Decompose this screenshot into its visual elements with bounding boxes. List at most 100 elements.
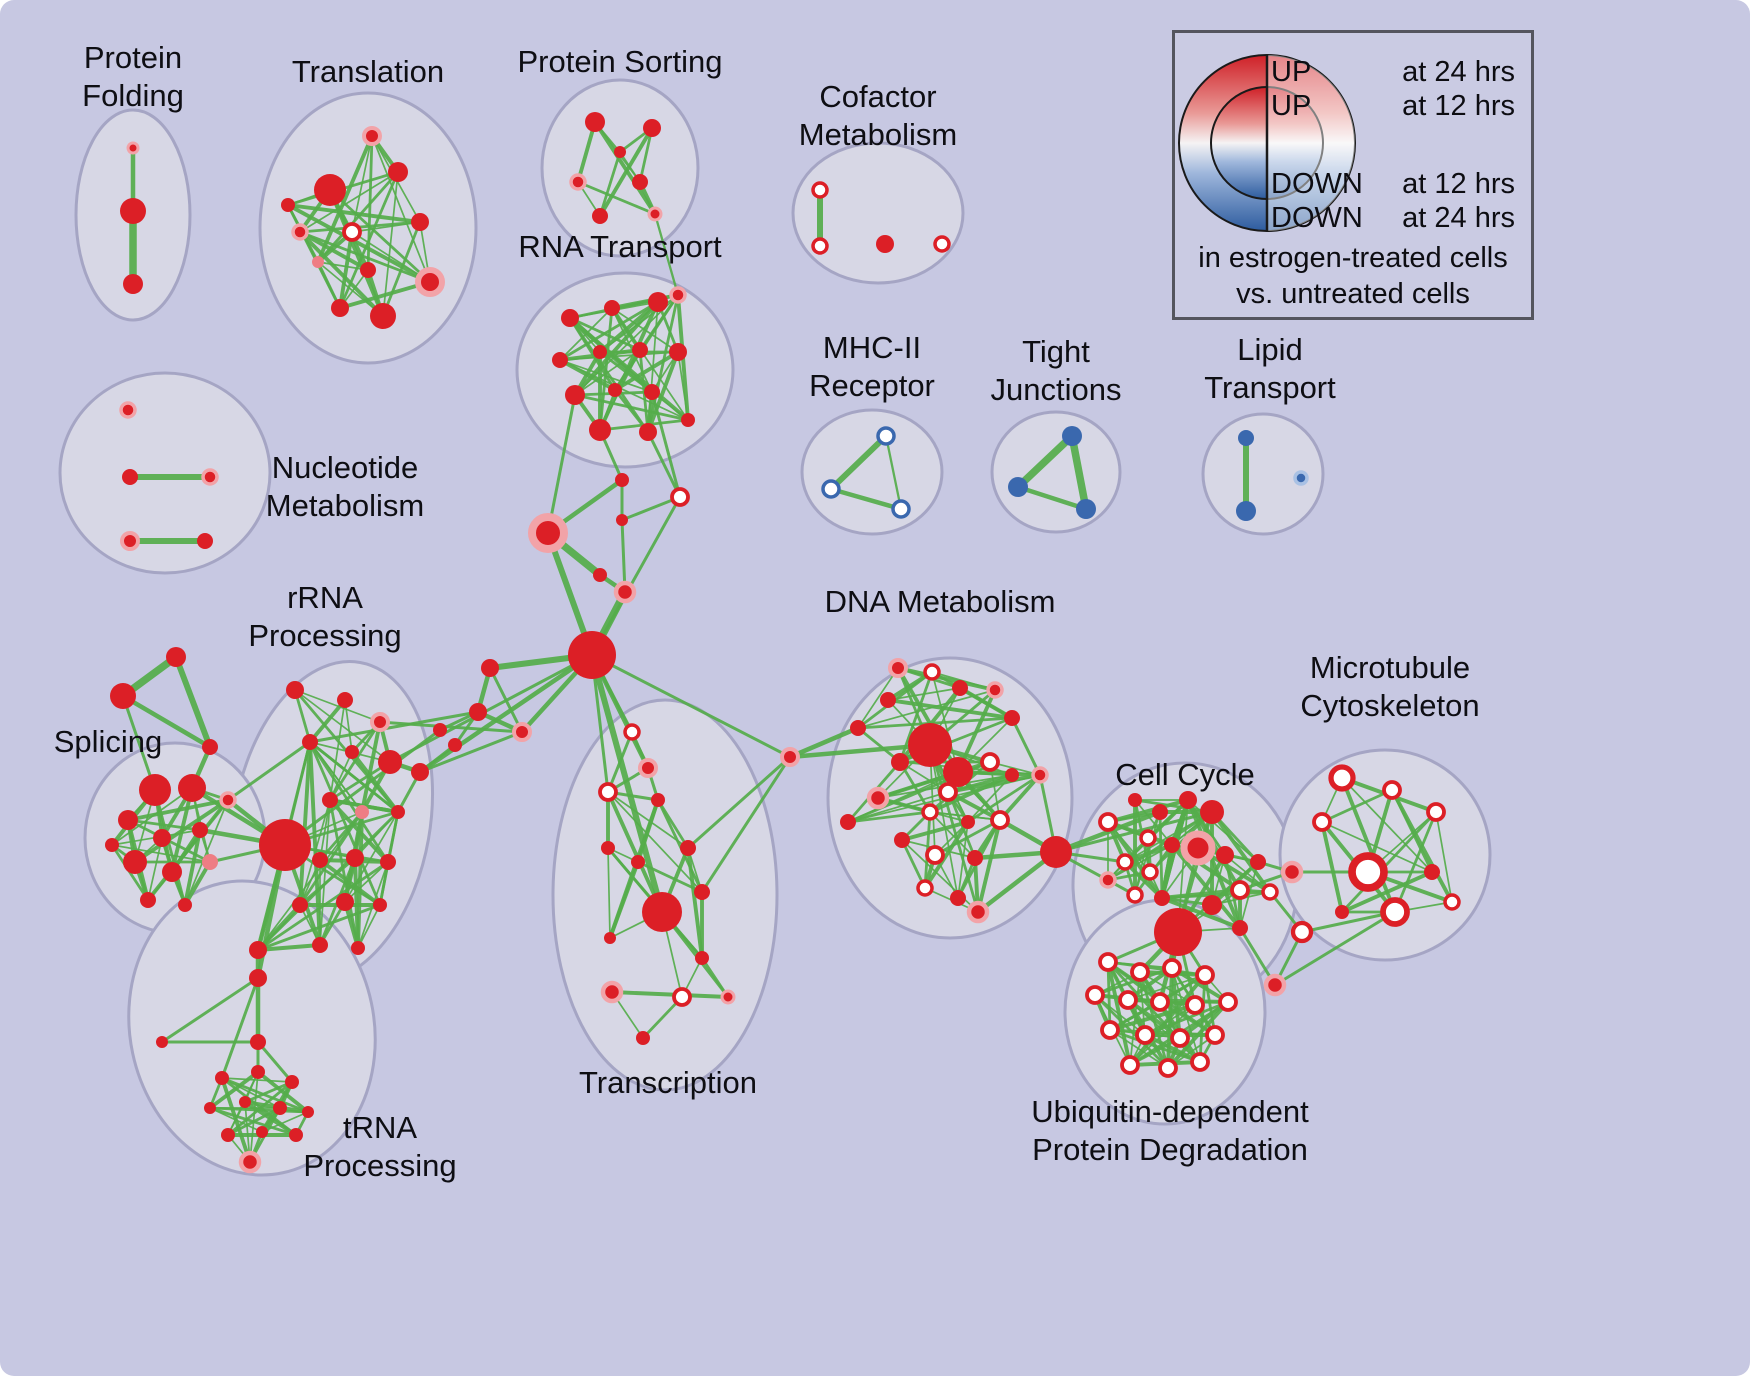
network-edge bbox=[931, 671, 959, 773]
network-edge bbox=[317, 261, 384, 317]
network-node bbox=[593, 568, 607, 582]
network-edge bbox=[316, 170, 400, 264]
network-edge bbox=[350, 750, 400, 814]
network-node bbox=[604, 300, 620, 316]
network-edge bbox=[590, 495, 682, 657]
network-node bbox=[1164, 837, 1180, 853]
cluster-label-mhc-ii-receptor: MHC-II bbox=[823, 330, 921, 365]
network-node bbox=[908, 723, 952, 767]
network-edge bbox=[1340, 776, 1397, 914]
network-node bbox=[631, 855, 645, 869]
network-node bbox=[1205, 1025, 1225, 1045]
network-node bbox=[162, 862, 182, 882]
network-node bbox=[1062, 426, 1082, 446]
network-edge bbox=[1340, 810, 1438, 914]
network-edge bbox=[298, 230, 385, 318]
network-edge bbox=[1321, 821, 1433, 873]
network-node bbox=[923, 663, 941, 681]
network-edge bbox=[371, 135, 431, 283]
network-node bbox=[221, 1128, 235, 1142]
network-node bbox=[370, 303, 396, 329]
network-edge bbox=[787, 725, 861, 760]
network-node bbox=[411, 213, 429, 231]
network-node bbox=[1008, 477, 1028, 497]
network-edge bbox=[598, 306, 614, 432]
network-edge bbox=[607, 791, 703, 893]
cluster-label-cofactor-metabolism: Cofactor bbox=[819, 79, 936, 114]
network-node bbox=[345, 745, 359, 759]
network-edge bbox=[183, 860, 212, 907]
network-edge bbox=[1160, 843, 1174, 900]
cluster-label-tight-junctions: Tight bbox=[1022, 334, 1090, 369]
legend-direction-label: DOWN bbox=[1271, 202, 1363, 234]
network-edge bbox=[418, 730, 524, 774]
network-edge bbox=[160, 976, 260, 1044]
network-edge bbox=[593, 120, 657, 216]
network-edge bbox=[153, 788, 187, 907]
network-edge bbox=[1203, 973, 1217, 1037]
network-node bbox=[448, 738, 462, 752]
network-node bbox=[481, 659, 499, 677]
network-edge bbox=[966, 773, 1042, 824]
network-node bbox=[337, 692, 353, 708]
cluster-label-nucleotide-metabolism: Nucleotide bbox=[272, 450, 418, 485]
cluster-label-microtubule-cytoskeleton: Microtubule bbox=[1310, 650, 1470, 685]
network-node bbox=[192, 822, 208, 838]
network-edge bbox=[261, 1111, 309, 1133]
network-node bbox=[1118, 990, 1138, 1010]
network-node bbox=[780, 747, 800, 767]
cluster-label-dna-metabolism: DNA Metabolism bbox=[825, 584, 1056, 619]
network-edge bbox=[611, 307, 689, 421]
network-node bbox=[850, 720, 866, 736]
network-node bbox=[967, 850, 983, 866]
network-node bbox=[1348, 852, 1388, 892]
network-edge bbox=[256, 1040, 294, 1084]
network-node bbox=[1424, 864, 1440, 880]
network-node bbox=[388, 162, 408, 182]
network-node bbox=[259, 819, 311, 871]
network-edge bbox=[857, 667, 899, 729]
network-node bbox=[585, 112, 605, 132]
network-node bbox=[680, 840, 696, 856]
network-node bbox=[1250, 854, 1266, 870]
network-node bbox=[613, 580, 637, 604]
network-edge bbox=[121, 694, 157, 792]
network-node bbox=[632, 174, 648, 190]
network-node bbox=[1120, 1055, 1140, 1075]
cluster-label-splicing: Splicing bbox=[54, 724, 163, 759]
network-node bbox=[568, 631, 616, 679]
network-node bbox=[694, 884, 710, 900]
network-edge bbox=[598, 150, 622, 218]
network-node bbox=[1290, 920, 1314, 944]
network-node bbox=[166, 647, 186, 667]
network-node bbox=[966, 900, 990, 924]
network-node bbox=[1180, 830, 1216, 866]
network-edge bbox=[558, 300, 660, 362]
network-edge bbox=[656, 798, 704, 894]
network-node bbox=[888, 658, 908, 678]
network-node bbox=[249, 969, 267, 987]
network-edge bbox=[183, 828, 202, 907]
network-edge bbox=[686, 755, 792, 850]
network-edge bbox=[700, 755, 792, 894]
network-node bbox=[273, 1101, 287, 1115]
cluster-label-lipid-transport: Transport bbox=[1204, 370, 1336, 405]
network-node bbox=[891, 753, 909, 771]
network-edge bbox=[976, 818, 1002, 914]
network-node bbox=[312, 852, 328, 868]
network-node bbox=[110, 683, 136, 709]
network-node bbox=[1443, 893, 1461, 911]
network-edge bbox=[608, 860, 640, 940]
network-node bbox=[331, 299, 349, 317]
network-edge bbox=[338, 280, 432, 310]
network-node bbox=[552, 352, 568, 368]
network-node bbox=[894, 832, 910, 848]
network-node bbox=[342, 222, 362, 242]
network-node bbox=[681, 413, 695, 427]
network-node bbox=[866, 786, 890, 810]
network-edge bbox=[1210, 810, 1272, 894]
network-edge bbox=[957, 821, 969, 899]
legend-row-up-24: UP at 24 hrs bbox=[1271, 55, 1515, 89]
network-edge bbox=[677, 351, 689, 421]
